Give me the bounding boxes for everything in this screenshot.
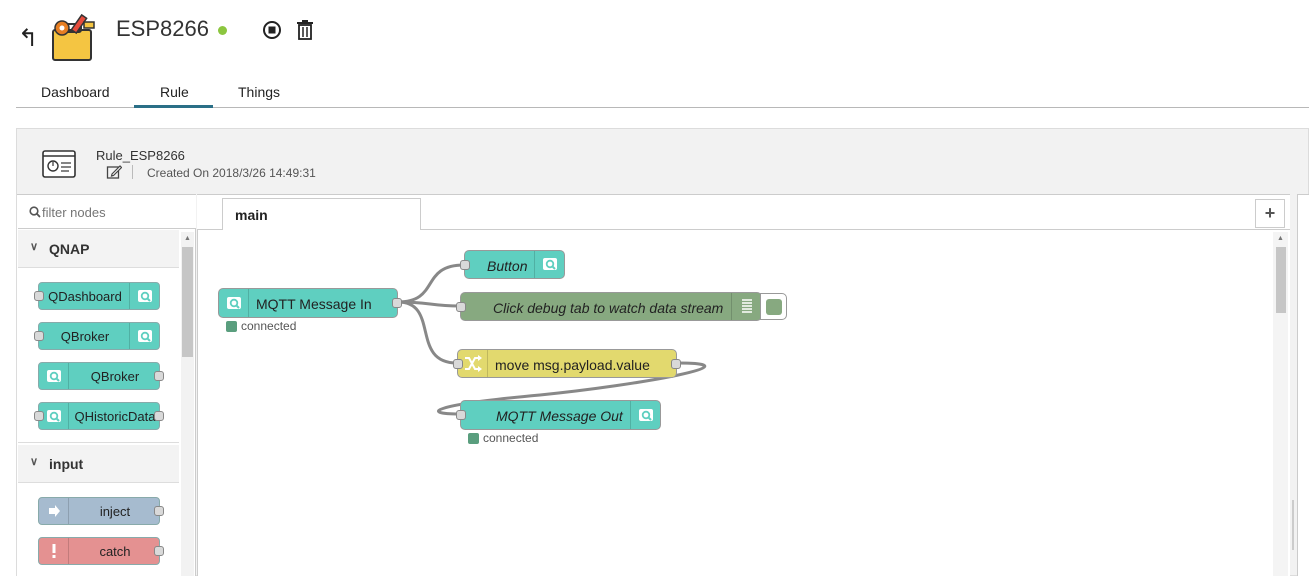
meta-divider xyxy=(132,165,133,179)
input-port[interactable] xyxy=(456,410,466,420)
node-label: Button xyxy=(487,258,528,274)
node-mqtt-message-out[interactable]: MQTT Message Out xyxy=(456,400,661,430)
node-label: MQTT Message Out xyxy=(496,408,623,424)
input-port[interactable] xyxy=(34,291,44,301)
palette-node-qbroker-out[interactable]: QBroker xyxy=(38,362,164,390)
trash-icon[interactable] xyxy=(295,19,315,41)
output-port[interactable] xyxy=(154,546,164,556)
debug-list-icon xyxy=(731,293,761,320)
input-port[interactable] xyxy=(456,302,466,312)
status-text: connected xyxy=(483,431,539,445)
debug-toggle-button[interactable] xyxy=(760,293,787,320)
tabs-divider xyxy=(16,107,1309,108)
palette-node-qhistoricdata[interactable]: QHistoricData xyxy=(34,402,164,430)
output-port[interactable] xyxy=(154,371,164,381)
node-label: move msg.payload.value xyxy=(495,357,650,373)
online-status-dot xyxy=(218,26,227,35)
output-port[interactable] xyxy=(154,411,164,421)
input-port[interactable] xyxy=(34,331,44,341)
palette-node-qbroker-in[interactable]: QBroker xyxy=(34,322,160,350)
device-title: ESP8266 xyxy=(116,16,209,41)
created-timestamp: Created On 2018/3/26 14:49:31 xyxy=(147,166,316,180)
input-port[interactable] xyxy=(453,359,463,369)
palette-scroll-thumb[interactable] xyxy=(182,247,193,357)
qnap-icon xyxy=(534,251,564,278)
status-indicator xyxy=(226,321,237,332)
qnap-icon xyxy=(630,401,660,429)
node-label: QDashboard xyxy=(48,289,122,304)
chevron-down-icon: ∨ xyxy=(30,456,39,468)
category-input[interactable]: ∨ input xyxy=(18,445,179,483)
output-port[interactable] xyxy=(154,506,164,516)
active-tab-indicator xyxy=(134,105,213,108)
qnap-icon xyxy=(129,323,159,349)
status-indicator xyxy=(468,433,479,444)
status-text: connected xyxy=(241,319,297,333)
rule-flow-icon xyxy=(42,150,76,178)
palette-node-catch[interactable]: catch xyxy=(38,537,164,565)
sidebar-resize-handle[interactable] xyxy=(1292,500,1294,550)
qnap-icon xyxy=(129,283,159,309)
tab-dashboard[interactable]: Dashboard xyxy=(41,84,110,100)
category-qnap[interactable]: ∨ QNAP xyxy=(18,230,179,268)
inject-arrow-icon xyxy=(39,498,69,524)
qnap-icon xyxy=(39,363,69,389)
filter-nodes-input[interactable] xyxy=(42,203,182,221)
node-label: MQTT Message In xyxy=(256,296,372,312)
node-label: Click debug tab to watch data stream xyxy=(493,300,724,316)
toolbox-icon xyxy=(52,13,95,61)
scroll-up-icon[interactable]: ▲ xyxy=(184,235,191,242)
tab-rule[interactable]: Rule xyxy=(160,84,189,100)
edit-icon[interactable] xyxy=(106,164,122,180)
tab-main[interactable]: main xyxy=(222,198,421,231)
tab-things[interactable]: Things xyxy=(238,84,281,100)
node-label: catch xyxy=(99,544,131,559)
node-button[interactable]: Button xyxy=(460,250,565,279)
exclamation-icon xyxy=(39,538,69,564)
workspace-scroll-thumb[interactable] xyxy=(1276,247,1286,313)
shuffle-icon xyxy=(458,350,488,377)
node-label: QHistoricData xyxy=(74,409,156,424)
chevron-down-icon: ∨ xyxy=(30,241,39,253)
category-label: QNAP xyxy=(49,241,90,257)
palette-node-inject[interactable]: inject xyxy=(38,497,164,525)
output-port[interactable] xyxy=(671,359,681,369)
category-label: input xyxy=(49,456,84,472)
palette-node-qdashboard[interactable]: QDashboard xyxy=(34,282,160,310)
back-arrow-icon[interactable]: ↰ xyxy=(18,25,39,52)
node-label: QBroker xyxy=(90,369,140,384)
input-port[interactable] xyxy=(460,260,470,270)
node-label: QBroker xyxy=(60,329,110,344)
add-tab-button[interactable]: + xyxy=(1255,199,1285,228)
qnap-icon xyxy=(219,289,249,317)
tab-main-label: main xyxy=(235,207,268,223)
workspace-scrollbar[interactable] xyxy=(1273,232,1288,576)
scroll-up-icon[interactable]: ▲ xyxy=(1277,235,1284,242)
qnap-icon xyxy=(39,403,69,429)
input-port[interactable] xyxy=(34,411,44,421)
debug-toggle-fill xyxy=(766,299,782,315)
node-mqtt-message-in[interactable]: MQTT Message In xyxy=(218,288,402,318)
rule-name: Rule_ESP8266 xyxy=(96,148,185,163)
search-icon xyxy=(29,206,41,218)
output-port[interactable] xyxy=(392,298,402,308)
node-change[interactable]: move msg.payload.value xyxy=(453,349,681,378)
node-label: inject xyxy=(99,504,131,519)
flow-canvas[interactable] xyxy=(197,230,1290,576)
stop-circle-icon[interactable] xyxy=(262,20,282,40)
sidebar-panel xyxy=(1297,194,1309,576)
node-debug[interactable]: Click debug tab to watch data stream xyxy=(456,292,762,321)
